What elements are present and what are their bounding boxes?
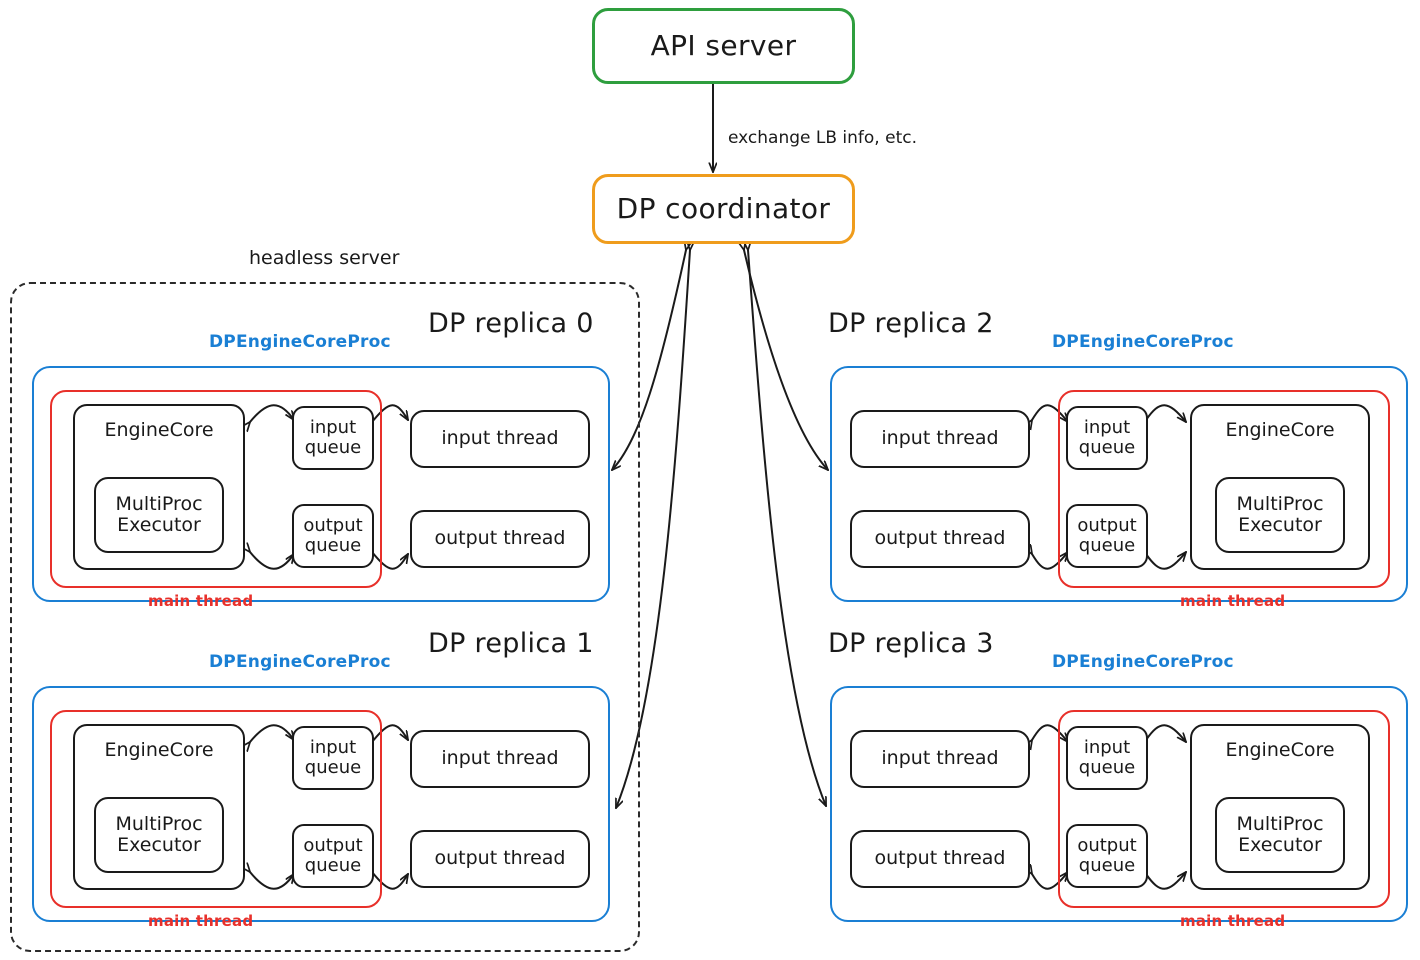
multiproc-executor-label-1: MultiProc <box>1236 812 1324 835</box>
dp-replica-1-proc-frame <box>32 686 610 922</box>
dp-replica-1-input-thread[interactable]: input thread <box>410 730 590 788</box>
headless-server-frame <box>10 282 640 952</box>
dp-replica-2-multiproc-executor[interactable]: MultiProc Executor <box>1215 477 1345 553</box>
dp-replica-3-input-queue[interactable]: input queue <box>1066 726 1148 790</box>
output-queue-label-2: queue <box>304 535 362 556</box>
output-thread-label: output thread <box>874 527 1006 550</box>
dp-replica-0-multiproc-executor[interactable]: MultiProc Executor <box>94 477 224 553</box>
input-thread-label: input thread <box>441 747 559 770</box>
api-server-label: API server <box>650 29 797 63</box>
output-thread-label: output thread <box>434 847 566 870</box>
input-thread-label: input thread <box>441 427 559 450</box>
dp-replica-2-input-queue[interactable]: input queue <box>1066 406 1148 470</box>
dp-replica-1-main-thread-label: main thread <box>148 912 254 930</box>
dp-replica-2-input-thread[interactable]: input thread <box>850 410 1030 468</box>
multiproc-executor-label-2: Executor <box>1238 834 1322 856</box>
output-thread-label: output thread <box>434 527 566 550</box>
input-queue-label-1: input <box>1083 416 1131 438</box>
dp-replica-3-main-thread-label: main thread <box>1180 912 1286 930</box>
dp-replica-3-proc-label: DPEngineCoreProc <box>1052 652 1234 672</box>
exchange-info-label: exchange LB info, etc. <box>728 128 917 148</box>
dp-replica-3-output-queue[interactable]: output queue <box>1066 824 1148 888</box>
api-server-node[interactable]: API server <box>592 8 855 84</box>
dp-replica-2-proc-frame <box>830 366 1408 602</box>
dp-replica-2-main-thread-label: main thread <box>1180 592 1286 610</box>
input-thread-label: input thread <box>881 427 999 450</box>
multiproc-executor-label-1: MultiProc <box>115 812 203 835</box>
multiproc-executor-label-1: MultiProc <box>115 492 203 515</box>
dp-replica-0-proc-frame <box>32 366 610 602</box>
dp-replica-1-output-queue[interactable]: output queue <box>292 824 374 888</box>
engine-core-label: EngineCore <box>1225 739 1335 761</box>
input-queue-label-1: input <box>1083 736 1131 758</box>
dp-coordinator-label: DP coordinator <box>616 192 831 226</box>
dp-replica-3-main-thread-frame <box>1058 710 1390 908</box>
dp-replica-1-proc-label: DPEngineCoreProc <box>209 652 391 672</box>
output-queue-label-1: output <box>303 834 363 856</box>
engine-core-label: EngineCore <box>1225 419 1335 441</box>
dp-replica-0-input-queue[interactable]: input queue <box>292 406 374 470</box>
multiproc-executor-label-2: Executor <box>117 834 201 856</box>
dp-replica-0-proc-label: DPEngineCoreProc <box>209 332 391 352</box>
dp-replica-2-output-thread[interactable]: output thread <box>850 510 1030 568</box>
dp-replica-1-title: DP replica 1 <box>428 628 594 659</box>
input-queue-label-1: input <box>309 736 357 758</box>
multiproc-executor-label-1: MultiProc <box>1236 492 1324 515</box>
dp-replica-1-multiproc-executor[interactable]: MultiProc Executor <box>94 797 224 873</box>
headless-server-label: headless server <box>249 247 400 269</box>
dp-replica-2-title: DP replica 2 <box>828 308 994 339</box>
dp-replica-2-main-thread-frame <box>1058 390 1390 588</box>
multiproc-executor-label-2: Executor <box>117 514 201 536</box>
dp-replica-1-output-thread[interactable]: output thread <box>410 830 590 888</box>
dp-replica-3-output-thread[interactable]: output thread <box>850 830 1030 888</box>
dp-replica-2-proc-label: DPEngineCoreProc <box>1052 332 1234 352</box>
dp-coordinator-node[interactable]: DP coordinator <box>592 174 855 244</box>
output-queue-label-1: output <box>303 514 363 536</box>
dp-replica-3-proc-frame <box>830 686 1408 922</box>
dp-replica-0-title: DP replica 0 <box>428 308 594 339</box>
dp-replica-1-input-queue[interactable]: input queue <box>292 726 374 790</box>
output-queue-label-2: queue <box>1078 855 1136 876</box>
dp-replica-0-output-queue[interactable]: output queue <box>292 504 374 568</box>
dp-replica-0-main-thread-frame <box>50 390 382 588</box>
input-queue-label-2: queue <box>1078 757 1136 778</box>
dp-replica-0-input-thread[interactable]: input thread <box>410 410 590 468</box>
dp-replica-2-output-queue[interactable]: output queue <box>1066 504 1148 568</box>
input-queue-label-2: queue <box>304 437 362 458</box>
dp-replica-0-output-thread[interactable]: output thread <box>410 510 590 568</box>
dp-replica-3-input-thread[interactable]: input thread <box>850 730 1030 788</box>
output-queue-label-2: queue <box>1078 535 1136 556</box>
input-queue-label-2: queue <box>1078 437 1136 458</box>
dp-replica-3-title: DP replica 3 <box>828 628 994 659</box>
multiproc-executor-label-2: Executor <box>1238 514 1322 536</box>
engine-core-label: EngineCore <box>104 419 214 441</box>
output-queue-label-1: output <box>1077 834 1137 856</box>
dp-replica-0-main-thread-label: main thread <box>148 592 254 610</box>
output-queue-label-2: queue <box>304 855 362 876</box>
input-queue-label-2: queue <box>304 757 362 778</box>
input-thread-label: input thread <box>881 747 999 770</box>
output-thread-label: output thread <box>874 847 1006 870</box>
output-queue-label-1: output <box>1077 514 1137 536</box>
dp-replica-3-multiproc-executor[interactable]: MultiProc Executor <box>1215 797 1345 873</box>
input-queue-label-1: input <box>309 416 357 438</box>
dp-replica-1-main-thread-frame <box>50 710 382 908</box>
engine-core-label: EngineCore <box>104 739 214 761</box>
